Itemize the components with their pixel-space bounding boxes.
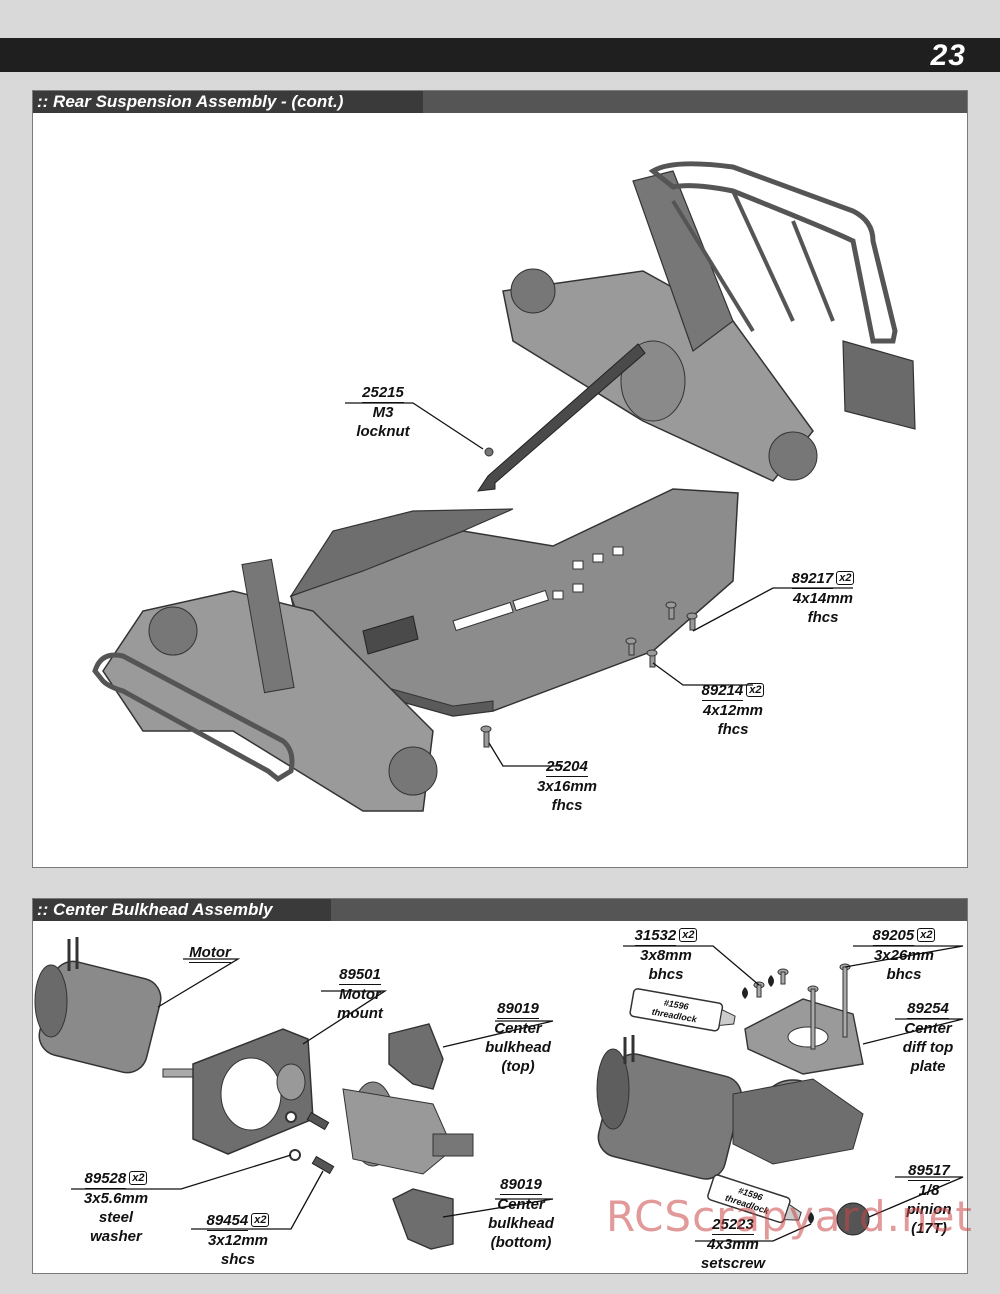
callout-25223: 25223 4x3mm setscrew	[700, 1216, 766, 1272]
center-bulkhead-heading: :: Center Bulkhead Assembly	[33, 899, 967, 921]
watermark-text: RCScrapyard.net	[606, 1192, 973, 1241]
threadlock-tube-top: #1596 threadlock	[629, 988, 736, 1032]
qty-badge: x2	[251, 1213, 270, 1227]
callout-25204: 25204 3x16mm fhcs	[536, 758, 598, 814]
rear-suspension-illustration	[92, 161, 916, 812]
rear-suspension-section: :: Rear Suspension Assembly - (cont.)	[32, 90, 968, 868]
qty-badge: x2	[679, 928, 698, 942]
center-bulkhead-title: :: Center Bulkhead Assembly	[37, 900, 273, 919]
qty-badge: x2	[917, 928, 936, 942]
callout-89019-top: 89019 Center bulkhead (top)	[485, 1000, 551, 1075]
qty-badge: x2	[746, 683, 765, 697]
callout-25215: 25215 M3 locknut	[356, 384, 410, 440]
callout-89254: 89254 Center diff top plate	[902, 1000, 954, 1075]
rear-suspension-heading: :: Rear Suspension Assembly - (cont.)	[33, 91, 967, 113]
qty-badge: x2	[836, 571, 855, 585]
rear-suspension-title: :: Rear Suspension Assembly - (cont.)	[37, 92, 344, 111]
callout-89501: 89501 Motor mount	[337, 966, 383, 1022]
callout-89019-bottom: 89019 Center bulkhead (bottom)	[488, 1176, 554, 1251]
center-bulkhead-illustration: #1596 threadlock #1596 threadlock	[34, 937, 964, 1250]
threadlock-tube-bottom: #1596 threadlock	[707, 1174, 802, 1224]
page-number: 23	[930, 39, 966, 72]
svg-text:#1596: #1596	[663, 998, 690, 1012]
qty-badge: x2	[129, 1171, 148, 1185]
center-bulkhead-section: :: Center Bulkhead Assembly	[32, 898, 968, 1274]
page-header-bar: 23	[0, 38, 1000, 72]
callout-89517: 89517 1/8 pinion (17T)	[906, 1162, 952, 1237]
callout-motor: Motor	[189, 944, 231, 963]
